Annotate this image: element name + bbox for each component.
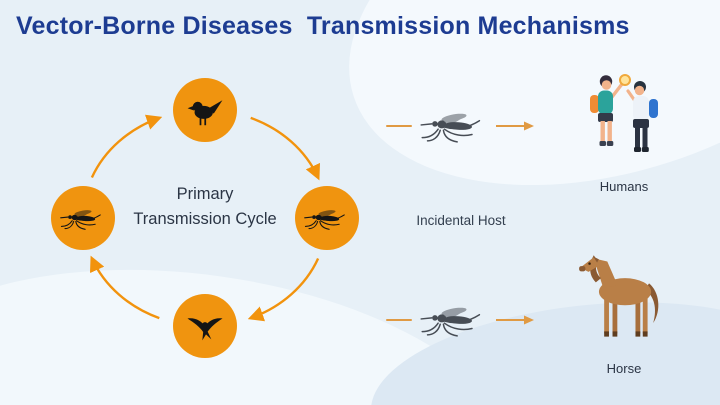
horse-label: Horse xyxy=(606,361,642,376)
incidental-row-horse xyxy=(386,300,534,340)
cycle-node-bird xyxy=(173,78,237,142)
cycle-label: Primary Transmission Cycle xyxy=(133,185,277,228)
mosquito-icon xyxy=(304,209,345,230)
humans-illustration xyxy=(578,58,670,173)
line-segment xyxy=(386,125,412,127)
cycle-node-mosquito-right xyxy=(295,186,359,250)
incidental-row-humans xyxy=(386,106,534,146)
horse-illustration xyxy=(576,242,672,359)
hiker-male xyxy=(626,81,658,152)
page-title: Vector-Borne Diseases Transmission Mecha… xyxy=(16,12,630,40)
mosquito-icon xyxy=(420,307,481,337)
mosquito-icon xyxy=(420,113,481,143)
bird-icon xyxy=(187,99,223,125)
incidental-host-label: Incidental Host xyxy=(416,213,506,228)
cycle-node-mosquito-left xyxy=(51,186,115,250)
arrow-right-icon xyxy=(496,121,534,131)
cycle-node-crow xyxy=(173,294,237,358)
arrow-right-icon xyxy=(496,315,534,325)
hiker-female xyxy=(590,74,631,146)
mosquito-icon xyxy=(60,209,101,230)
line-segment xyxy=(386,319,412,321)
flying-bird-icon xyxy=(187,318,223,341)
humans-label: Humans xyxy=(599,179,649,194)
